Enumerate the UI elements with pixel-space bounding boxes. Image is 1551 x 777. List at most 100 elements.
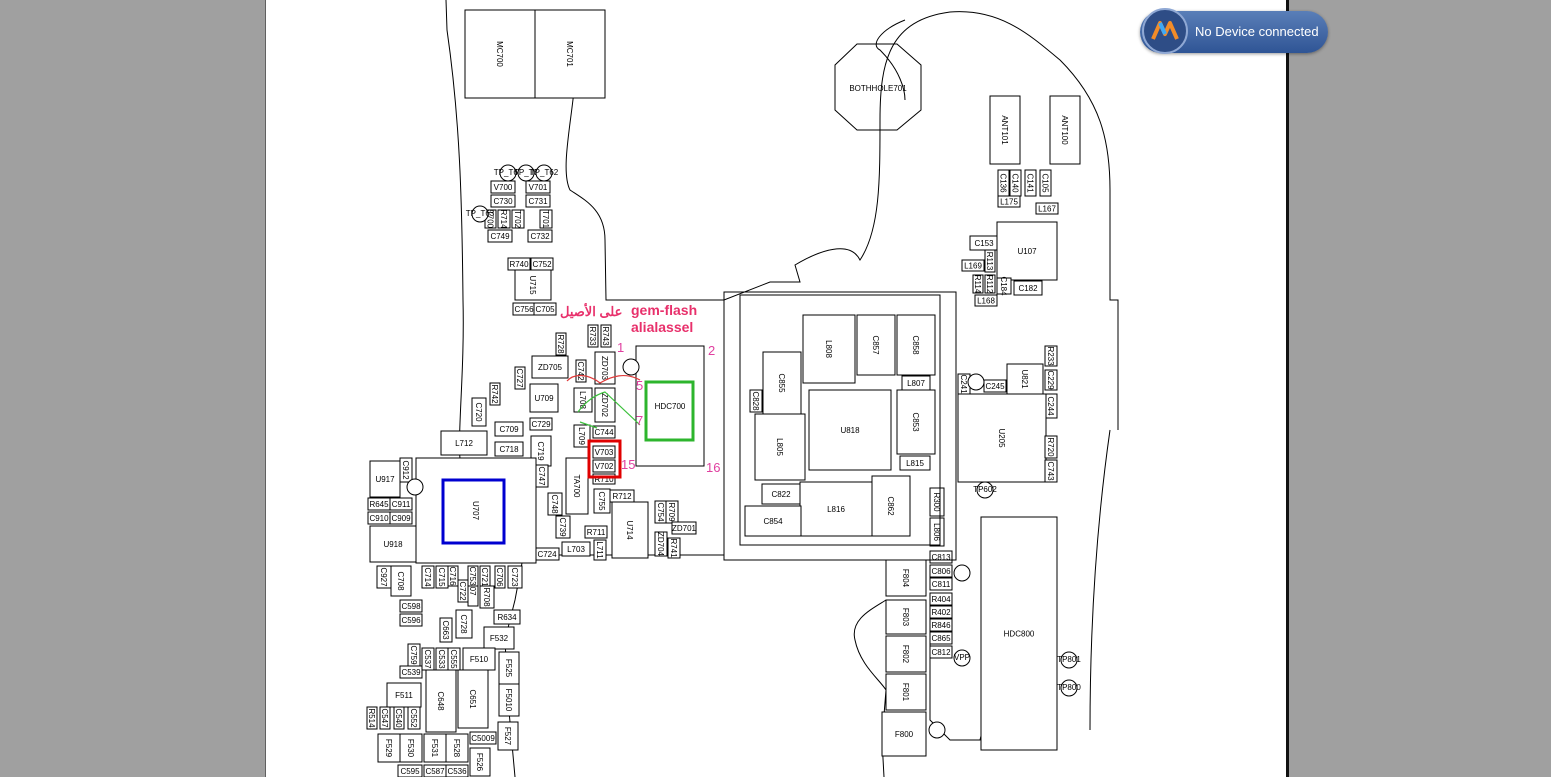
component-box — [983, 379, 1007, 393]
test-point — [976, 481, 994, 499]
test-point — [1060, 679, 1078, 697]
component-box — [808, 389, 892, 471]
component-box — [885, 673, 927, 711]
component-label: TA700 — [572, 475, 581, 499]
component-label: R514 — [367, 708, 376, 728]
component-label: C648 — [436, 691, 445, 711]
component-box — [1013, 280, 1043, 296]
component-label: C709 — [499, 425, 519, 434]
component-box — [534, 9, 606, 99]
component-label: L708 — [578, 391, 587, 409]
component-box — [547, 492, 563, 516]
component-box — [984, 249, 996, 273]
component-box — [489, 382, 501, 406]
test-point — [622, 358, 640, 376]
component-label: C754 — [656, 502, 665, 522]
component-label: ZD704 — [656, 532, 665, 557]
test-point — [1060, 651, 1078, 669]
component-label: MC700 — [495, 41, 504, 67]
test-point-label: TP602 — [973, 485, 997, 494]
arabic-annotation: على الأصيل — [560, 304, 623, 319]
component-label: R741 — [669, 538, 678, 558]
component-label: F5010 — [504, 689, 513, 712]
component-box — [592, 459, 616, 473]
app-logo-icon — [1142, 8, 1188, 54]
component-label: C595 — [400, 767, 420, 776]
component-box — [386, 682, 422, 708]
component-box — [575, 359, 587, 383]
component-label: C729 — [531, 420, 551, 429]
component-box — [896, 389, 936, 455]
test-point-label: TP800 — [1057, 683, 1081, 692]
component-label: F526 — [475, 753, 484, 772]
brand-annotation-line2: alialassel — [631, 319, 694, 335]
component-label: C705 — [535, 305, 555, 314]
component-box — [487, 229, 513, 243]
component-box — [390, 565, 412, 597]
component-label: C5009 — [471, 734, 495, 743]
component-label: C853 — [911, 412, 920, 432]
component-label: C747 — [537, 466, 546, 486]
component-box — [494, 441, 524, 457]
component-label: C862 — [886, 496, 895, 516]
component-label: C706 — [495, 567, 504, 587]
component-box — [885, 635, 927, 673]
component-label: C721 — [480, 567, 489, 587]
component-label: C598 — [401, 602, 421, 611]
component-label: ANT101 — [1000, 115, 1009, 145]
component-label: C865 — [931, 634, 951, 643]
component-label: L805 — [775, 438, 784, 456]
bothhole-octagon — [834, 43, 922, 131]
component-box — [961, 259, 985, 272]
component-box — [749, 389, 763, 413]
component-label: ZD705 — [538, 363, 563, 372]
component-box — [379, 706, 391, 730]
component-label: T701 — [541, 210, 550, 229]
component-box — [1024, 169, 1037, 197]
component-label: C708 — [396, 571, 405, 591]
board-outline-right — [565, 11, 1119, 430]
green-scribble-2 — [579, 421, 598, 429]
component-box — [445, 733, 469, 763]
component-label: C555 — [449, 649, 458, 669]
test-point-label: TP_T63 — [466, 209, 495, 218]
component-label: L806 — [932, 523, 941, 541]
component-box — [415, 457, 537, 564]
component-box — [881, 711, 927, 757]
component-label: R846 — [931, 621, 951, 630]
component-box — [514, 366, 526, 390]
component-label: F803 — [901, 608, 910, 627]
board-outline-bottom-right — [853, 599, 887, 777]
component-box — [469, 731, 497, 745]
component-box — [467, 565, 479, 587]
component-box — [593, 539, 607, 561]
component-box — [389, 511, 413, 525]
component-label: C732 — [530, 232, 550, 241]
test-point — [406, 478, 424, 496]
component-label: C596 — [401, 616, 421, 625]
component-label: C811 — [932, 580, 951, 589]
highlight-v703-v702 — [587, 439, 622, 479]
component-box — [555, 515, 571, 539]
component-box — [573, 387, 593, 413]
test-point-label: VPP — [954, 653, 970, 662]
component-label: R709 — [667, 502, 676, 522]
component-label: U918 — [383, 540, 403, 549]
test-point — [517, 164, 535, 182]
component-box — [592, 445, 616, 459]
component-box — [514, 269, 552, 301]
test-point — [953, 649, 971, 667]
component-label: C141 — [1026, 173, 1035, 193]
component-label: C540 — [394, 708, 403, 728]
component-label: C533 — [437, 649, 446, 669]
component-box — [425, 669, 457, 733]
component-label: L167 — [1038, 205, 1056, 214]
component-label: C752 — [532, 260, 552, 269]
component-box — [464, 9, 536, 99]
component-box — [1044, 345, 1058, 367]
test-point-label: TP_T6 — [514, 168, 539, 177]
component-box — [445, 764, 469, 777]
component-label: C537 — [423, 649, 432, 669]
page-edge — [1286, 0, 1289, 777]
component-label: F529 — [384, 739, 393, 758]
